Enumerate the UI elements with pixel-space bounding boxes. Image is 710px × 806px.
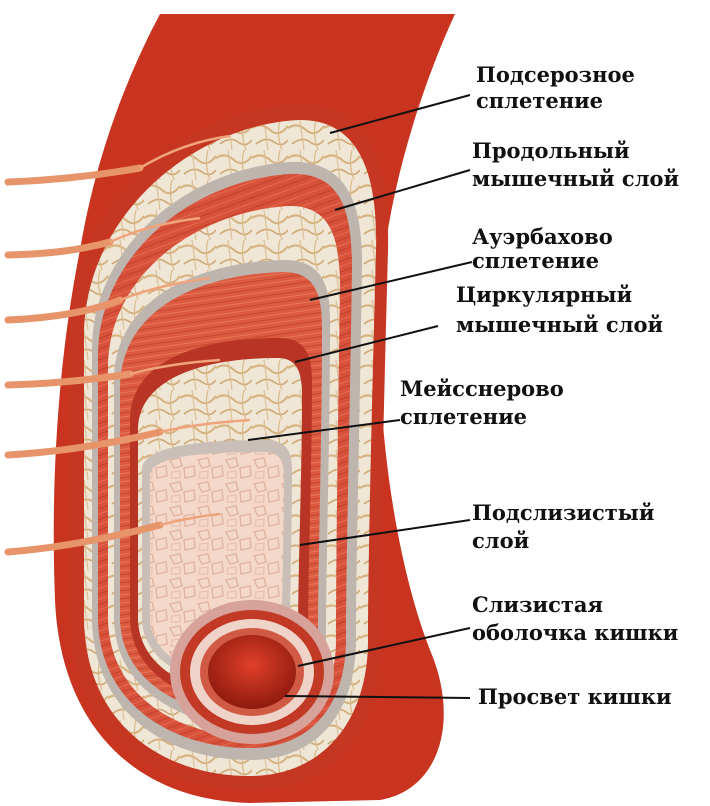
label-auerbach-plexus: Ауэрбахово сплетение <box>472 224 620 273</box>
label-subserous-plexus: Подсерозное сплетение <box>476 62 642 113</box>
label-lumen: Просвет кишки <box>478 684 672 709</box>
intestinal-lumen <box>208 635 296 709</box>
label-circular-muscle: Циркулярный мышечный слой <box>456 282 663 337</box>
label-submucosa: Подслизистый слой <box>472 500 662 553</box>
label-longitudinal-muscle: Продольный мышечный слой <box>472 138 679 191</box>
label-meissner-plexus: Мейсснерово сплетение <box>400 376 571 429</box>
label-mucosa: Слизистая оболочка кишки <box>472 592 678 645</box>
labels: Подсерозное сплетение Продольный мышечны… <box>400 62 679 709</box>
cross-section <box>70 104 388 790</box>
